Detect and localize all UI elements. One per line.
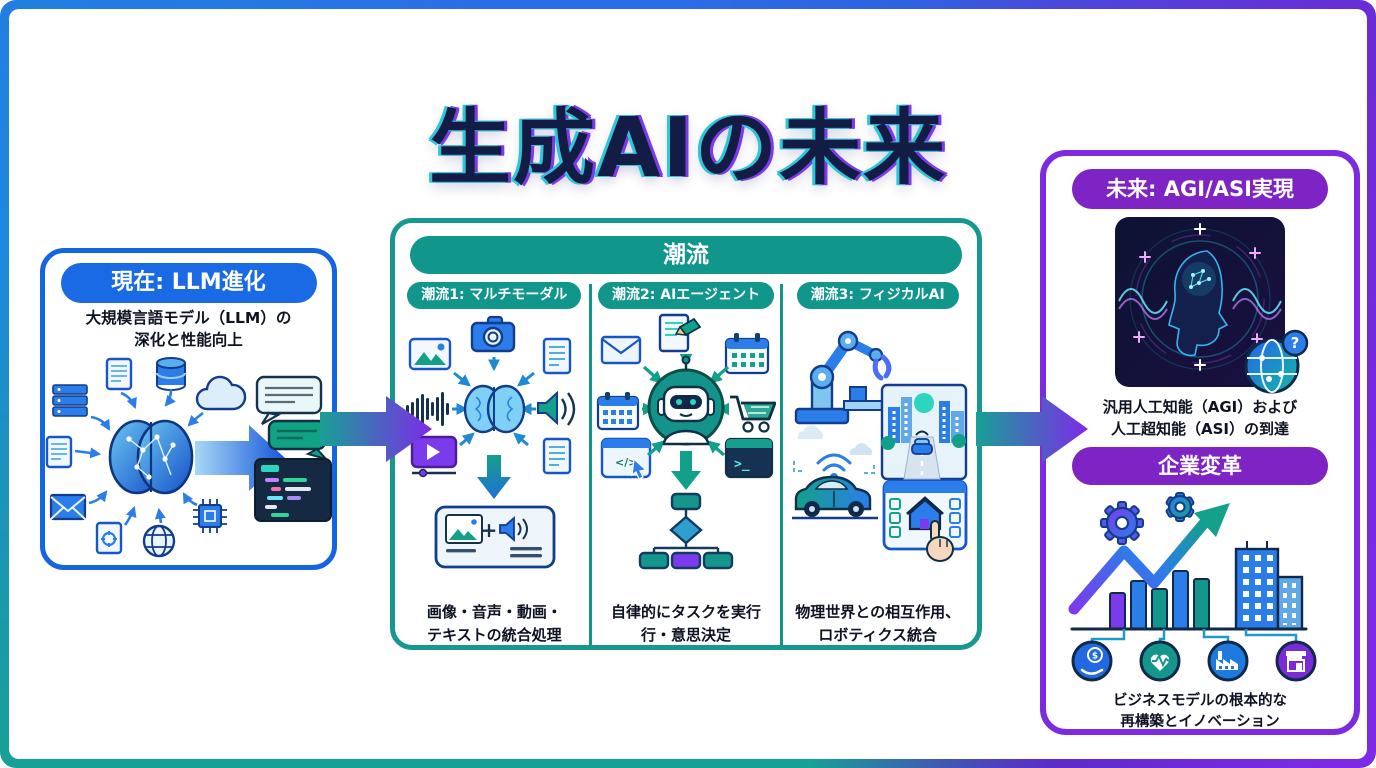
- connector-lines: [1090, 628, 1298, 642]
- brain-icon: [464, 384, 526, 434]
- hand-pointer-icon: [925, 520, 954, 562]
- globe-question-icon: ?: [1244, 329, 1309, 394]
- brain-icon: [108, 419, 194, 495]
- wifi-icon: [816, 453, 852, 465]
- present-header-pill: 現在: LLM進化: [60, 263, 317, 303]
- present-desc-line1: 大規模言語モデル（LLM）の: [85, 309, 292, 327]
- audio-waveform-icon: [406, 392, 450, 426]
- flow-arrow-trends-to-future: [976, 396, 1088, 462]
- trend3-header-pill: 潮流3: フィジカルAI: [796, 282, 959, 309]
- agi-artwork-wrap: ?: [1115, 217, 1309, 394]
- column-divider: [780, 284, 784, 646]
- envelope-icon: [49, 493, 87, 521]
- document2-icon: [543, 437, 572, 475]
- speaker-icon: [537, 390, 576, 426]
- trend2-caption: 自律的にタスクを実行 行・意思決定: [611, 603, 762, 644]
- business-transformation-pill: 企業変革: [1072, 446, 1328, 485]
- buildings-icon: [1234, 540, 1304, 630]
- camera-icon: [471, 315, 516, 353]
- gear-document-icon: [95, 521, 123, 555]
- business-growth-illustration: $: [1068, 491, 1317, 681]
- note-pencil-icon: [658, 313, 702, 353]
- cloud-icon: [195, 375, 247, 411]
- gear-icon: [1100, 500, 1144, 545]
- image-icon: [409, 337, 452, 371]
- robot-icon: [647, 355, 725, 446]
- document-icon: [543, 337, 572, 375]
- trend2-header-pill: 潮流2: AIエージェント: [598, 282, 774, 309]
- input-arrows: [74, 388, 204, 526]
- flow-arrow-present-to-trends: [320, 396, 432, 462]
- server-stack-icon: [52, 384, 88, 417]
- future-caption: ビジネスモデルの根本的な 再構築とイノベーション: [1113, 692, 1287, 731]
- chat-bubble-teal: [267, 419, 330, 461]
- page-title: 生成AIの未来: [429, 100, 947, 196]
- healthcare-circle-icon: [1139, 640, 1181, 681]
- video-player-icon: [411, 435, 458, 478]
- calendar-icon: [724, 333, 770, 375]
- future-desc-line1: 汎用人工知能（AGI）および: [1102, 398, 1298, 416]
- panel-present-llm: 現在: LLM進化 大規模言語モデル（LLM）の 深化と性能向上: [40, 248, 337, 570]
- trend-column-ai-agent: 潮流2: AIエージェント: [592, 282, 781, 654]
- panel-trends: 潮流 潮流1: マルチモーダル: [390, 218, 982, 650]
- input-arrows: [452, 357, 537, 447]
- future-desc-line2: 人工超知能（ASI）の到達: [1111, 419, 1289, 438]
- database-icon: [156, 357, 186, 391]
- trend-column-multimodal: 潮流1: マルチモーダル: [400, 282, 589, 654]
- smart-home-panel-icon: [882, 479, 968, 562]
- autonomous-car-icon: [791, 425, 878, 520]
- trend3-caption: 物理世界との相互作用、 ロボティクス統合: [795, 603, 961, 644]
- finance-circle-icon: $: [1071, 640, 1113, 681]
- factory-circle-icon: [1207, 640, 1249, 681]
- trend-columns: 潮流1: マルチモーダル: [395, 282, 977, 654]
- trends-header-pill: 潮流: [410, 236, 962, 274]
- chip-icon: [193, 499, 227, 533]
- gear2-icon: [1165, 491, 1195, 522]
- down-arrow: [671, 451, 701, 490]
- future-header-pill: 未来: AGI/ASI実現: [1072, 169, 1328, 209]
- plus-glyph: +: [481, 518, 498, 542]
- envelope-icon: [600, 335, 642, 365]
- smart-city-street-icon: [880, 383, 967, 481]
- trend1-header-pill: 潮流1: マルチモーダル: [407, 282, 582, 309]
- code-tag-glyph: </>: [615, 456, 637, 469]
- dollar-glyph: $: [1092, 651, 1098, 661]
- terminal-prompt-glyph: >_: [734, 457, 750, 472]
- flowchart-icon: [638, 492, 734, 570]
- growth-arrowhead: [1194, 502, 1230, 537]
- growth-arrow: [1068, 515, 1212, 614]
- code-window-icon: [254, 458, 332, 522]
- chat-bubble-light: [255, 375, 323, 425]
- panel-future-agi: 未来: AGI/ASI実現: [1040, 150, 1360, 735]
- trend1-caption: 画像・音声・動画・ テキストの統合処理: [426, 603, 562, 644]
- future-description: 汎用人工知能（AGI）および 人工超知能（ASI）の到達: [1046, 397, 1354, 441]
- down-arrow: [477, 455, 512, 499]
- trend-column-physical-ai: 潮流3: フィジカルAI: [783, 282, 972, 654]
- code-window-icon: </>: [600, 437, 652, 480]
- present-illustration: [45, 357, 332, 558]
- physical-ai-illustration: [791, 330, 968, 562]
- media-card-icon: +: [434, 505, 556, 569]
- terminal-icon: >_: [724, 437, 774, 479]
- ai-agent-illustration: </> >_: [596, 313, 776, 570]
- retail-circle-icon: [1275, 640, 1317, 681]
- shopping-cart-icon: [730, 395, 776, 433]
- multimodal-illustration: +: [406, 315, 576, 569]
- present-desc-line2: 深化と性能向上: [134, 331, 243, 349]
- document-icon: [105, 357, 133, 391]
- neural-head-art: [1115, 217, 1285, 387]
- globe-icon: [142, 524, 176, 558]
- calendar2-icon: [596, 392, 640, 431]
- robot-arm-icon: [794, 330, 892, 425]
- present-description: 大規模言語モデル（LLM）の 深化と性能向上: [45, 307, 332, 351]
- document2-icon: [45, 435, 73, 469]
- question-glyph: ?: [1291, 334, 1300, 352]
- column-divider: [588, 284, 592, 646]
